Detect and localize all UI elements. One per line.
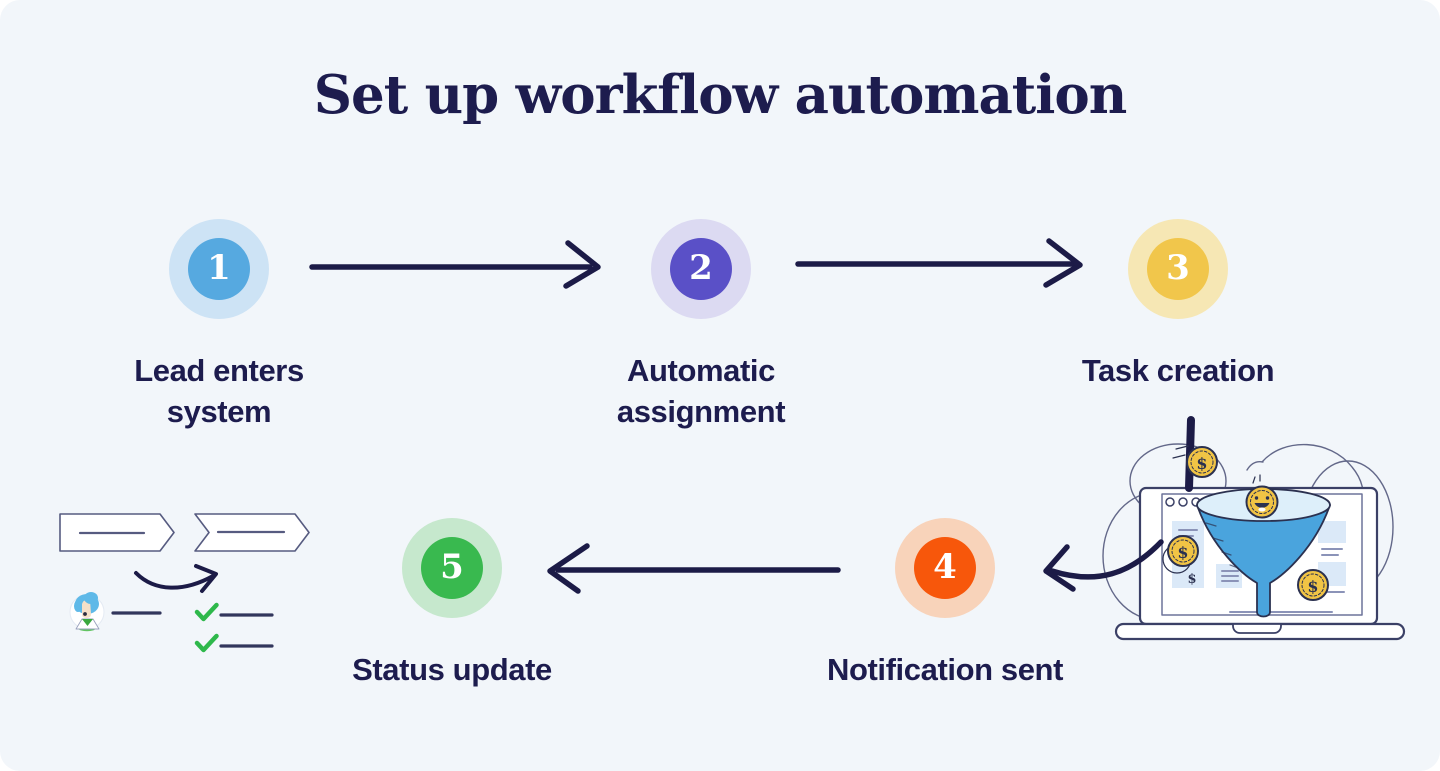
step-5: 5 Status update xyxy=(302,518,602,690)
avatar-icon xyxy=(69,592,105,632)
step-3: 3 Task creation xyxy=(1028,219,1328,391)
svg-text:$: $ xyxy=(1187,572,1196,587)
svg-text:$: $ xyxy=(1307,577,1318,596)
laptop-funnel-illustration: $ $ $ $ xyxy=(1102,416,1406,641)
step-3-badge: 3 xyxy=(1128,219,1228,319)
step-4-label: Notification sent xyxy=(826,652,1064,687)
step-4-badge: 4 xyxy=(895,518,995,618)
arrow-illustration-to-step4 xyxy=(1043,539,1164,592)
dollar-coin-icon: $ xyxy=(1297,569,1329,601)
step-5-badge: 5 xyxy=(402,518,502,618)
arrow-step4-to-step5 xyxy=(547,543,841,594)
pipeline-checklist-illustration xyxy=(59,513,310,653)
step-2-label: Automatic assignment xyxy=(616,353,786,429)
step-3-label: Task creation xyxy=(1081,353,1275,388)
arrow-step2-to-step3 xyxy=(795,238,1083,288)
laptop-base-icon xyxy=(1114,622,1406,641)
svg-text:$: $ xyxy=(1177,543,1188,562)
step-5-number: 5 xyxy=(440,547,464,587)
step-1: 1 Lead enters system xyxy=(69,219,369,432)
step-2-number: 2 xyxy=(689,248,713,288)
page-title: Set up workflow automation xyxy=(313,64,1128,126)
step-4-number: 4 xyxy=(933,547,957,587)
pipeline-stage-icon xyxy=(59,513,175,552)
arrow-step1-to-step2 xyxy=(309,240,601,289)
checkmark-icon xyxy=(194,602,219,622)
dollar-coin-icon: $ xyxy=(1172,445,1218,478)
step-1-number: 1 xyxy=(207,248,231,288)
step-5-label: Status update xyxy=(352,652,552,687)
step-1-label: Lead enters system xyxy=(134,353,304,429)
step-4: 4 Notification sent xyxy=(795,518,1095,690)
step-3-number: 3 xyxy=(1166,248,1190,288)
step-2-badge: 2 xyxy=(651,219,751,319)
dollar-coin-icon: $ $ xyxy=(1162,535,1199,587)
checkmark-icon xyxy=(194,633,219,653)
curved-arrow-icon xyxy=(134,564,218,593)
smiley-coin-icon xyxy=(1245,474,1279,519)
pipeline-stage-icon xyxy=(194,513,310,552)
svg-text:$: $ xyxy=(1196,454,1207,473)
step-2: 2 Automatic assignment xyxy=(551,219,851,432)
step-1-badge: 1 xyxy=(169,219,269,319)
